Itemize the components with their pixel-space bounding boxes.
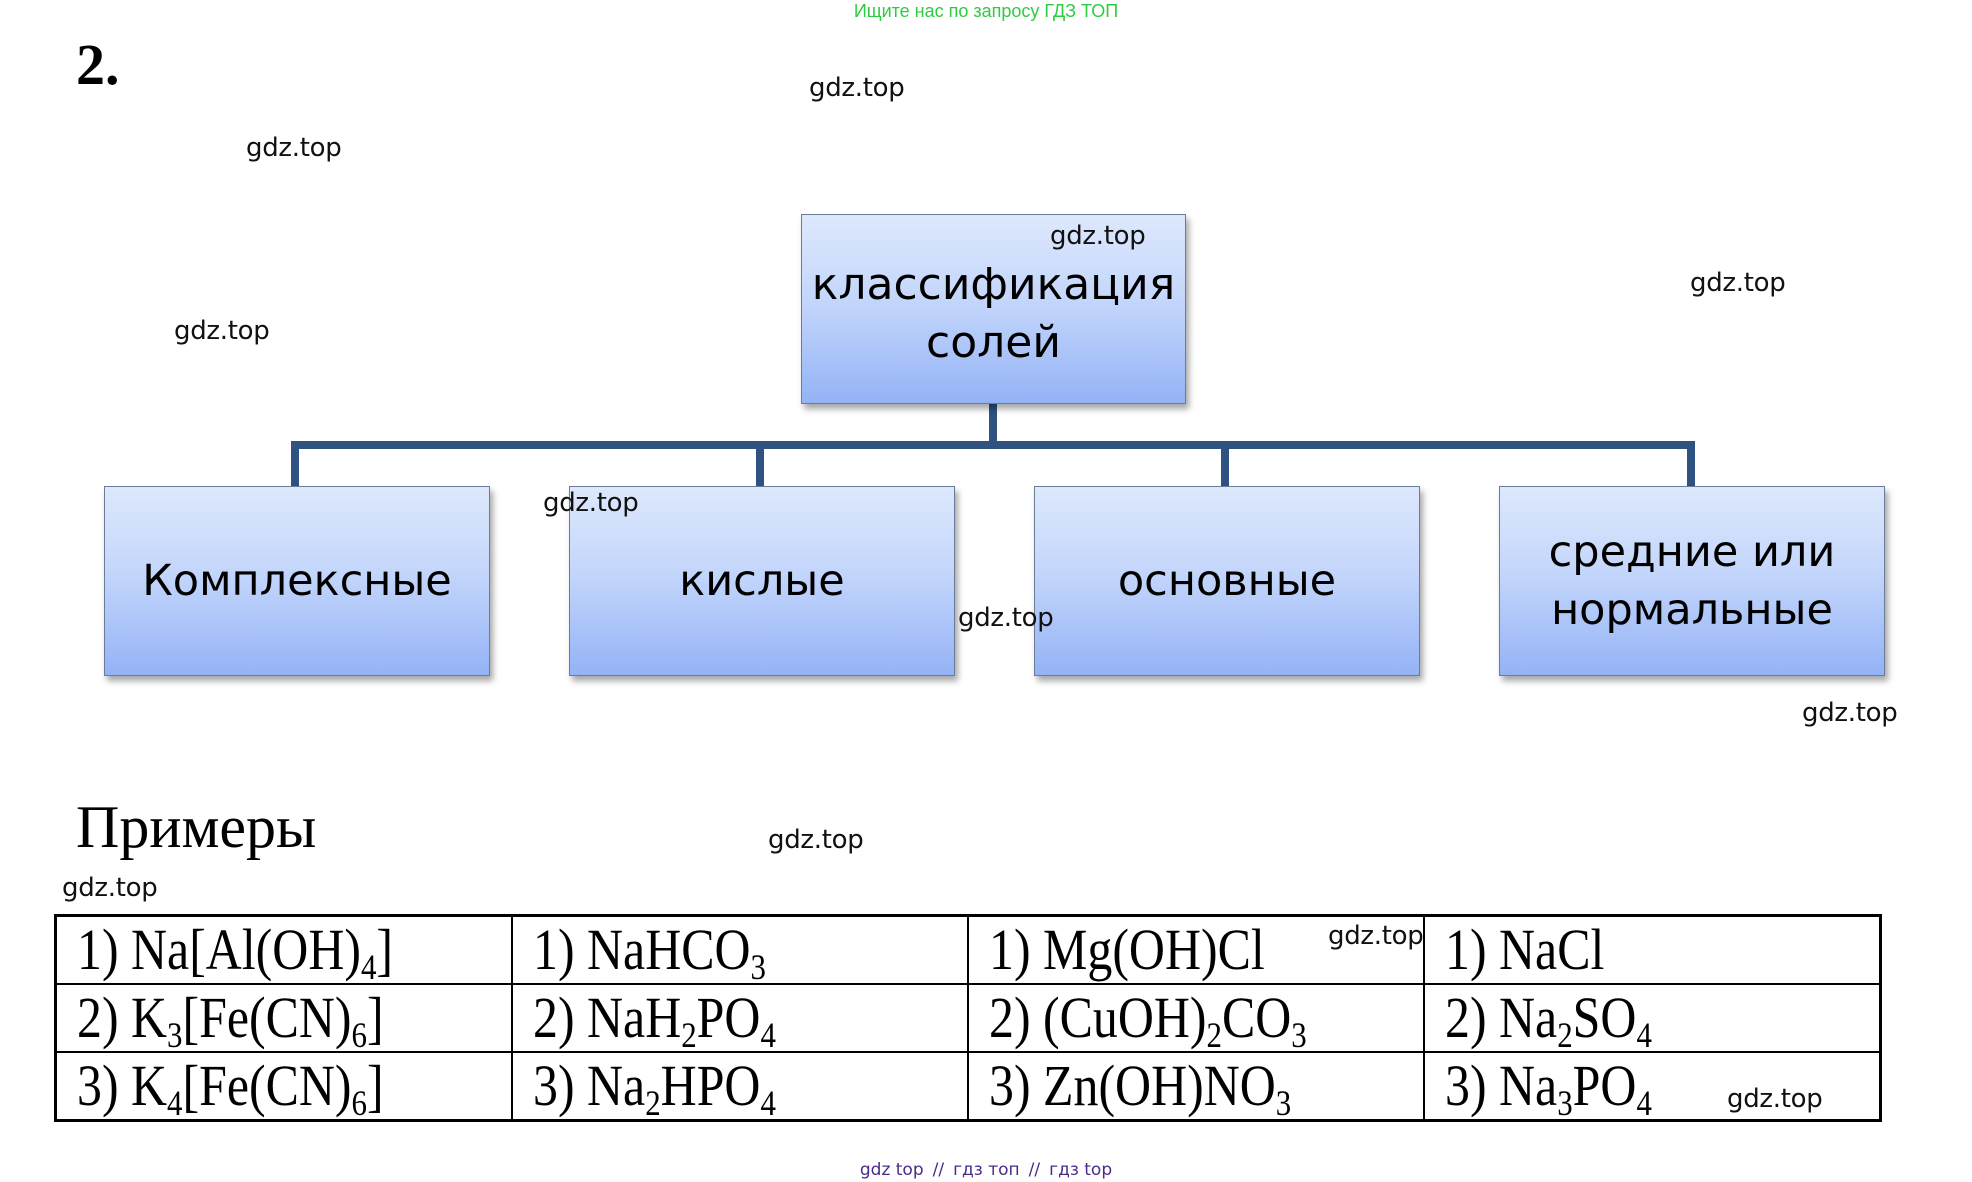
formula: 1) NaHCO3 [532,917,766,984]
formula-cell: 3) K4[Fe(CN)6] [54,1051,513,1122]
footer-separator: // [932,1160,945,1180]
formula: 2) NaH2PO4 [532,985,776,1052]
diagram-root-box: классификация солей [801,214,1186,404]
watermark: gdz.top [543,488,639,518]
box-label-line1: средние или [1548,527,1836,577]
formula-cell: 1) Na[Al(OH)4] [54,914,513,985]
formula-cell: 2) Na2SO4 [1423,983,1882,1053]
formula-cell: 1) NaCl [1423,914,1882,985]
diagram-box-basic: основные [1034,486,1420,676]
formula: 3) K4[Fe(CN)6] [77,1053,384,1121]
watermark: gdz.top [1328,921,1424,951]
table-row: 3) K4[Fe(CN)6] 3) Na2HPO4 3) Zn(OH)NO3 3) N… [54,1051,1882,1122]
connector-drop-acidic [756,441,764,487]
watermark: gdz.top [174,316,270,346]
formula-cell: 2) K3[Fe(CN)6] [54,983,513,1053]
box-label: Комплексные [142,556,452,606]
examples-table: 1) Na[Al(OH)4] 1) NaHCO3 1) Mg(OH)Cl 1) NaC… [54,914,1882,1122]
examples-title: Примеры [76,794,317,860]
formula-cell: 3) Na2HPO4 [510,1051,970,1122]
formula: 1) Mg(OH)Cl [989,917,1265,982]
footer-links: gdz top // гдз топ // гдз top [0,1160,1972,1180]
box-label: кислые [679,556,845,606]
formula-cell: 2) NaH2PO4 [510,983,970,1053]
connector-drop-normal [1687,441,1695,487]
footer-separator: // [1028,1160,1041,1180]
watermark: gdz.top [1050,221,1146,251]
footer-link[interactable]: гдз топ [953,1160,1020,1180]
formula-cell: 1) NaHCO3 [510,914,970,985]
box-label-line2: нормальные [1551,585,1833,635]
formula-cell: 3) Na3PO4 [1423,1051,1882,1122]
connector-root-stem [989,403,997,449]
watermark: gdz.top [1802,698,1898,728]
connector-drop-complex [291,441,299,487]
formula: 1) Na[Al(OH)4] [77,917,394,984]
footer-link[interactable]: gdz top [859,1160,924,1180]
diagram-box-complex: Комплексные [104,486,490,676]
watermark: gdz.top [809,73,905,103]
formula: 2) Na2SO4 [1445,985,1653,1052]
diagram-box-acidic: кислые [569,486,955,676]
formula: 3) Na2HPO4 [532,1053,776,1121]
formula-cell: 2) (CuOH)2CO3 [966,983,1426,1053]
footer-link[interactable]: гдз top [1049,1160,1113,1180]
formula: 3) Na3PO4 [1445,1053,1653,1121]
formula-cell: 3) Zn(OH)NO3 [966,1051,1426,1122]
diagram-box-normal: средние или нормальные [1499,486,1885,676]
box-label: основные [1117,556,1337,606]
watermark: gdz.top [62,873,158,903]
table-row: 2) K3[Fe(CN)6] 2) NaH2PO4 2) (CuOH)2CO3 2) … [54,983,1882,1053]
watermark: gdz.top [1690,268,1786,298]
table-row: 1) Na[Al(OH)4] 1) NaHCO3 1) Mg(OH)Cl 1) NaC… [54,914,1882,985]
formula: 1) NaCl [1445,917,1605,982]
formula-cell: 1) Mg(OH)Cl [966,914,1426,985]
watermark: gdz.top [1727,1084,1823,1114]
formula: 2) (CuOH)2CO3 [989,985,1307,1052]
formula: 2) K3[Fe(CN)6] [77,985,384,1052]
connector-drop-basic [1221,441,1229,487]
watermark: gdz.top [958,603,1054,633]
root-box-line2: солей [926,317,1061,368]
watermark: gdz.top [768,825,864,855]
root-box-line1: классификация [811,259,1176,310]
connector-horizontal-bar [291,441,1695,449]
task-number: 2. [76,32,120,97]
search-hint-banner: Ищите нас по запросу ГДЗ ТОП [853,1,1119,21]
watermark: gdz.top [246,133,342,163]
formula: 3) Zn(OH)NO3 [989,1053,1292,1121]
